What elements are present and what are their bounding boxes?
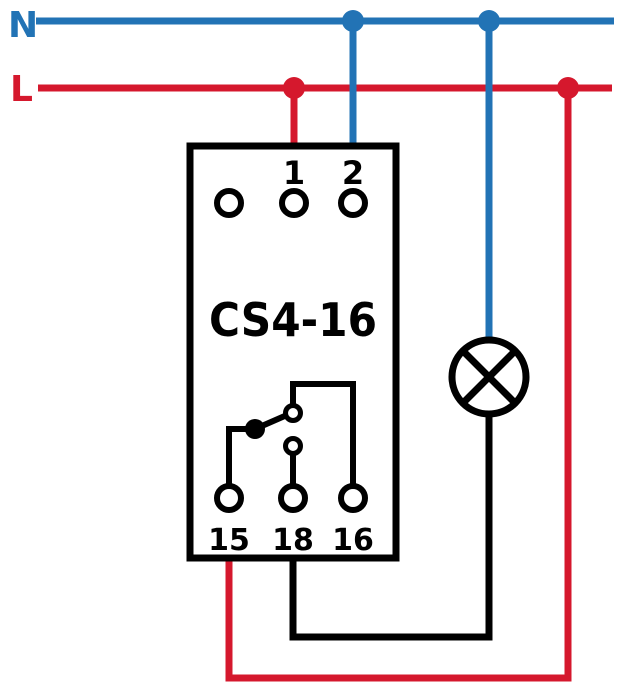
- lamp-cross-line: [460, 348, 518, 406]
- line-junction-dot: [557, 77, 579, 99]
- terminal-1-circle: [279, 188, 309, 218]
- terminal-16-label: 16: [332, 523, 374, 558]
- contact-point-16: [283, 403, 303, 423]
- terminal-2-circle: [338, 188, 368, 218]
- neutral-bus-label: N: [8, 5, 38, 46]
- changeover-contact: [226, 381, 356, 484]
- line-junction-dot: [283, 77, 305, 99]
- lamp-symbol: [448, 336, 530, 418]
- terminal-16-circle: [338, 483, 368, 513]
- contact-point-18: [283, 436, 303, 456]
- terminal-unused-circle: [214, 188, 244, 218]
- terminal-2-label: 2: [342, 154, 364, 192]
- line-bus-label: L: [10, 69, 33, 110]
- contact-common-wire: [226, 426, 250, 484]
- terminal-15-label: 15: [208, 523, 250, 558]
- terminal-18-label: 18: [272, 523, 314, 558]
- line-feed-to-terminal-15: [225, 88, 572, 682]
- terminal-18-circle: [278, 483, 308, 513]
- neutral-junction-dot: [342, 10, 364, 32]
- contact-arm: [253, 412, 289, 432]
- device-model-label: CS4-16: [209, 293, 377, 347]
- neutral-junction-dot: [478, 10, 500, 32]
- terminal-15-circle: [214, 483, 244, 513]
- switched-wire-18-to-lamp: [289, 412, 493, 641]
- contact-wire-to-16: [290, 381, 356, 484]
- terminal-1-label: 1: [283, 154, 305, 192]
